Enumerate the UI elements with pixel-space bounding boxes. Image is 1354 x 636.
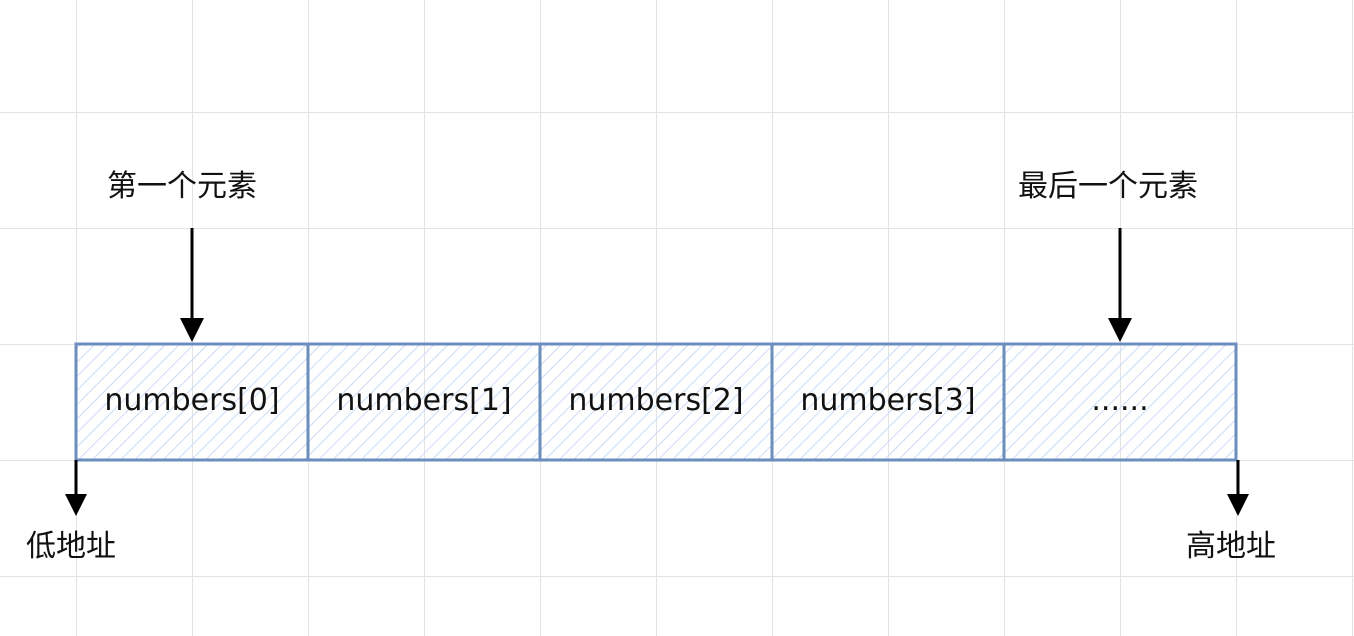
low-address-label: 低地址 — [26, 529, 116, 564]
array-cell-0 — [74, 342, 310, 462]
array-cells — [74, 342, 1238, 462]
cell-label-1: numbers[1] — [336, 383, 512, 418]
array-cell-1 — [306, 342, 542, 462]
array-cell-4 — [1002, 342, 1238, 462]
high-address-arrow — [1227, 460, 1249, 516]
high-address-label: 高地址 — [1186, 529, 1276, 564]
first-element-label: 第一个元素 — [107, 169, 257, 204]
first-element-arrow — [180, 228, 204, 342]
cell-label-3: numbers[3] — [800, 383, 976, 418]
cell-label-0: numbers[0] — [104, 383, 280, 418]
cell-label-2: numbers[2] — [568, 383, 744, 418]
cell-label-4: ...... — [1091, 383, 1149, 418]
last-element-label: 最后一个元素 — [1018, 169, 1198, 204]
low-address-arrow — [65, 460, 87, 516]
last-element-arrow — [1108, 228, 1132, 342]
array-cell-2 — [538, 342, 774, 462]
